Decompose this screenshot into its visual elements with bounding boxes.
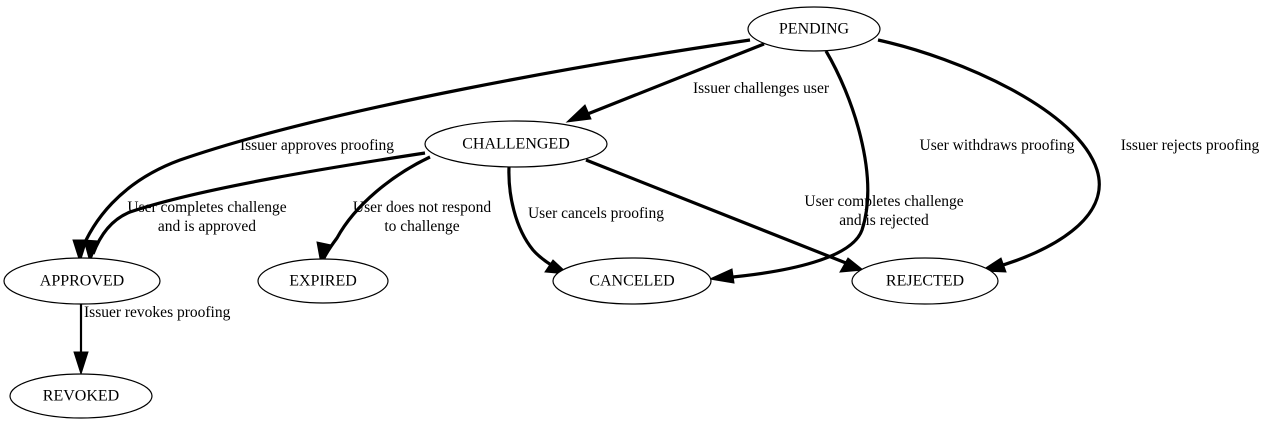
node-pending-ellipse[interactable] [747,6,881,52]
edge-label-issuer-approves-proofing: Issuer approves proofing [240,137,394,154]
edge-label-user-completes-challenge-rejected-line2: and is rejected [839,212,929,229]
node-approved[interactable]: APPROVED [3,257,161,305]
edge-label-issuer-rejects-proofing: Issuer rejects proofing [1121,137,1260,154]
edge-label-user-does-not-respond-line1: User does not respond [353,199,491,216]
edge-pending-to-challenged-arrowhead [565,104,592,123]
edge-pending-to-approved-path [78,38,751,255]
edge-challenged-to-rejected-arrowhead [839,257,865,273]
edge-label-user-does-not-respond-line2: to challenge [384,218,459,235]
edge-pending-to-approved: Issuer approves proofing [72,38,751,264]
edge-pending-to-rejected: Issuer rejects proofing [877,38,1260,273]
node-expired-ellipse[interactable] [257,258,389,304]
edge-challenged-to-canceled-path [507,166,559,271]
edge-challenged-to-rejected-path [585,158,852,267]
edge-pending-to-approved-arrowhead [72,239,88,264]
node-expired[interactable]: EXPIRED [257,258,389,304]
edge-label-user-cancels-proofing: User cancels proofing [528,205,664,222]
node-challenged-label: CHALLENGED [462,136,570,153]
edge-label-issuer-challenges-user: Issuer challenges user [693,80,830,97]
node-approved-ellipse[interactable] [3,257,161,305]
edge-pending-to-challenged-path [579,42,765,119]
edge-challenged-to-approved: User completes challenge and is approved [83,151,426,264]
edge-challenged-to-approved-path [91,151,426,255]
node-canceled[interactable]: CANCELED [552,257,712,305]
edge-pending-to-canceled-arrowhead [708,268,735,284]
edge-pending-to-challenged: Issuer challenges user [565,42,830,123]
node-canceled-ellipse[interactable] [552,257,712,305]
edge-challenged-to-rejected: User completes challenge and is rejected [585,158,964,273]
node-expired-label: EXPIRED [289,273,357,290]
edge-pending-to-canceled: User withdraws proofing [708,50,1075,284]
node-challenged[interactable]: CHALLENGED [424,120,608,168]
edge-label-user-completes-challenge-approved-line1: User completes challenge [127,199,286,216]
node-revoked-label: REVOKED [43,388,119,405]
node-rejected-ellipse[interactable] [851,257,999,305]
edge-approved-to-revoked-arrowhead [73,351,89,376]
edge-label-user-completes-challenge-rejected-line1: User completes challenge [804,193,963,210]
edge-pending-to-canceled-path [721,50,870,280]
node-revoked[interactable]: REVOKED [9,373,153,419]
node-pending[interactable]: PENDING [747,6,881,52]
edge-challenged-to-approved-arrowhead [83,239,99,264]
node-revoked-ellipse[interactable] [9,373,153,419]
edge-challenged-to-expired: User does not respond to challenge [316,155,491,266]
node-rejected[interactable]: REJECTED [851,257,999,305]
edge-label-user-completes-challenge-approved-line2: and is approved [158,218,256,235]
node-canceled-label: CANCELED [589,273,674,290]
node-rejected-label: REJECTED [886,273,964,290]
edge-pending-to-rejected-path [877,38,1101,270]
edge-label-issuer-revokes-proofing: Issuer revokes proofing [84,304,231,321]
edge-label-user-withdraws-proofing: User withdraws proofing [920,137,1075,154]
node-approved-label: APPROVED [40,273,124,290]
node-pending-label: PENDING [779,21,850,38]
edge-challenged-to-canceled: User cancels proofing [507,166,664,275]
edge-approved-to-revoked: Issuer revokes proofing [73,304,231,376]
node-challenged-ellipse[interactable] [424,120,608,168]
